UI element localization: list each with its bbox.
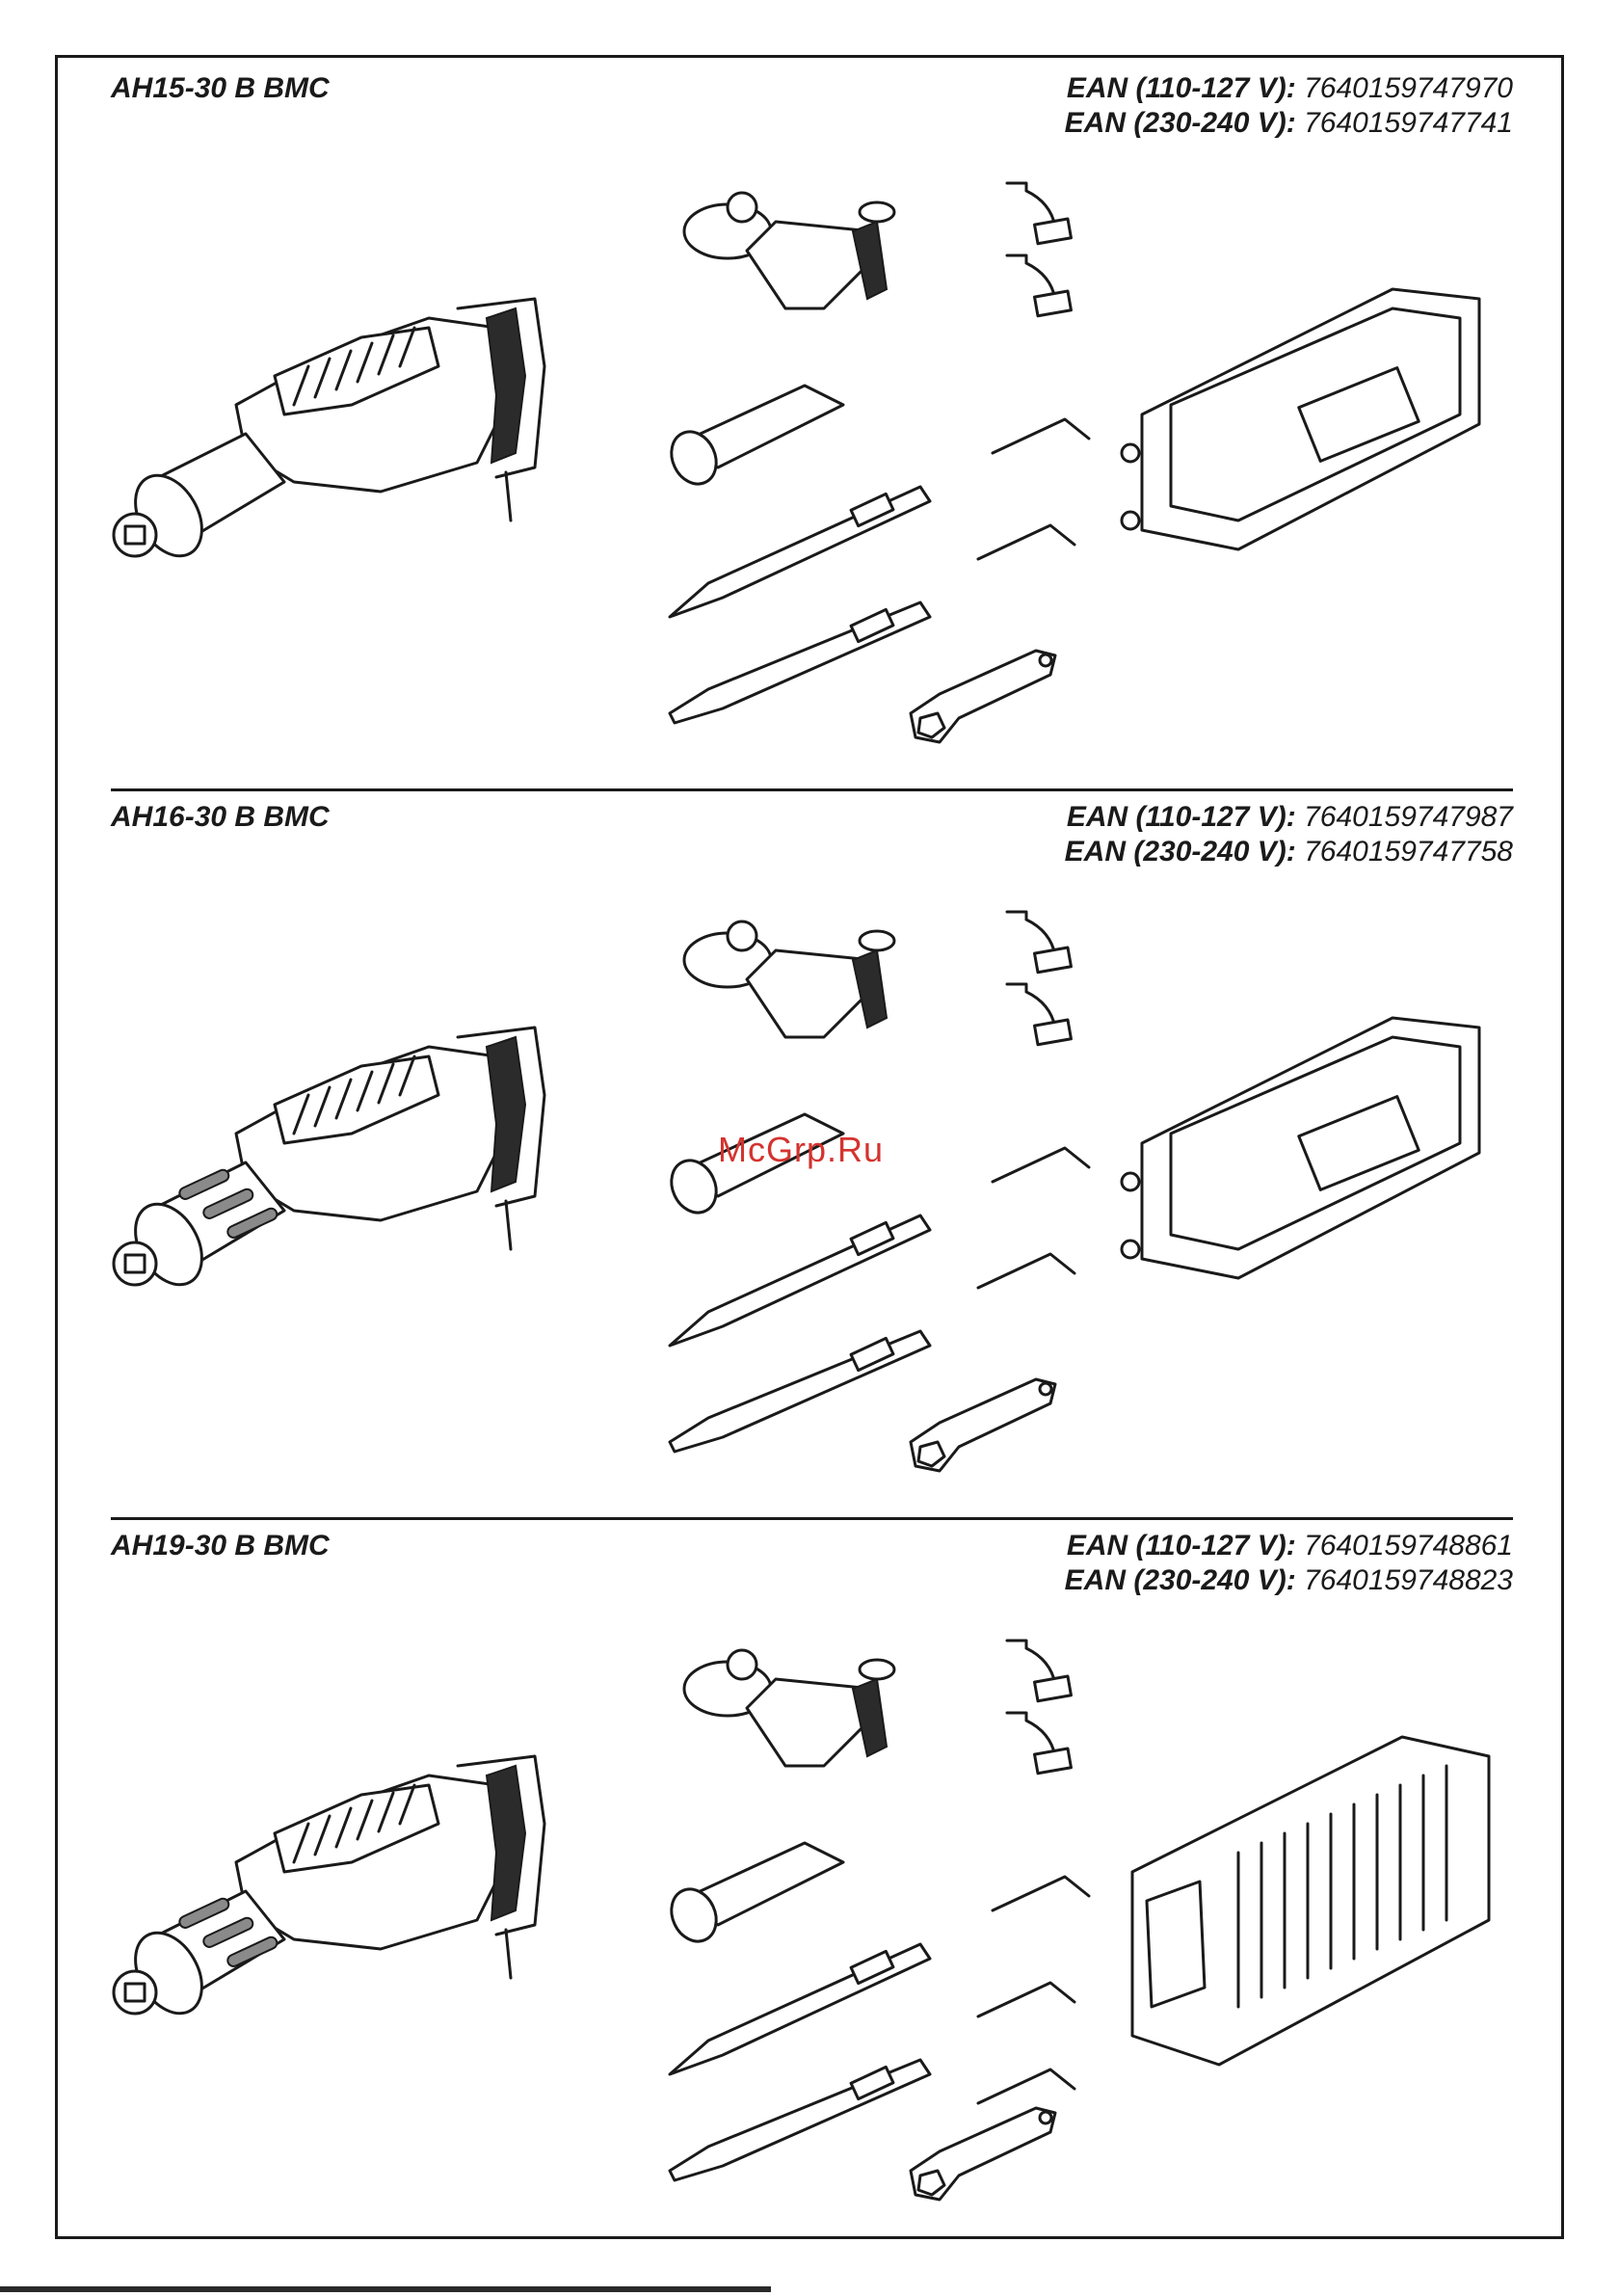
page-footer-bar — [0, 2286, 771, 2292]
side-handle-icon — [684, 1650, 894, 1766]
ean-110-line: EAN (110-127 V): 7640159748861 — [1067, 1530, 1513, 1562]
section-divider — [111, 788, 1513, 791]
side-handle-icon — [684, 193, 894, 308]
point-chisel-icon — [670, 1215, 930, 1346]
contents-illustration — [111, 883, 1513, 1519]
contents-illustration — [111, 154, 1513, 790]
ean-label: EAN (110-127 V): — [1067, 1530, 1296, 1562]
flat-chisel-icon — [670, 602, 930, 723]
ean-label: EAN (230-240 V): — [1065, 1564, 1296, 1596]
hex-key-icon — [993, 1877, 1089, 1910]
carry-case-icon — [1122, 1018, 1479, 1278]
ean-value: 7640159747970 — [1304, 72, 1513, 104]
carry-case-icon — [1132, 1737, 1489, 2065]
ean-label: EAN (230-240 V): — [1065, 107, 1296, 139]
model-name: AH19-30 B BMC — [111, 1530, 330, 1562]
demolition-hammer-icon — [114, 299, 544, 568]
contents-illustration-svg — [111, 154, 1513, 790]
hex-key-icon — [978, 1983, 1074, 2016]
carbon-brush-icon — [1007, 183, 1071, 316]
contents-illustration-svg — [111, 1612, 1513, 2248]
ean-value: 7640159747987 — [1304, 801, 1513, 833]
hex-key-icon — [993, 1148, 1089, 1182]
spanner-icon — [911, 1379, 1055, 1471]
ean-value: 7640159747758 — [1304, 836, 1513, 868]
model-name: AH15-30 B BMC — [111, 72, 330, 105]
ean-230-line: EAN (230-240 V): 7640159748823 — [1065, 1564, 1513, 1597]
model-name: AH16-30 B BMC — [111, 801, 330, 834]
ean-110-line: EAN (110-127 V): 7640159747970 — [1067, 72, 1513, 105]
point-chisel-icon — [670, 487, 930, 617]
grease-tube-icon — [663, 1843, 843, 1949]
watermark: McGrp.Ru — [718, 1130, 884, 1170]
product-section-3: AH19-30 B BMC EAN (110-127 V): 764015974… — [111, 1525, 1513, 2253]
ean-value: 7640159748823 — [1304, 1564, 1513, 1596]
ean-230-line: EAN (230-240 V): 7640159747741 — [1065, 107, 1513, 140]
product-section-1: AH15-30 B BMC EAN (110-127 V): 764015974… — [111, 67, 1513, 795]
ean-110-line: EAN (110-127 V): 7640159747987 — [1067, 801, 1513, 834]
ean-label: EAN (110-127 V): — [1067, 72, 1296, 104]
hex-key-icon — [978, 2069, 1074, 2103]
carbon-brush-icon — [1007, 912, 1071, 1045]
hex-key-icon — [978, 1254, 1074, 1288]
carry-case-icon — [1122, 289, 1479, 549]
demolition-hammer-icon — [114, 1028, 544, 1296]
ean-230-line: EAN (230-240 V): 7640159747758 — [1065, 836, 1513, 868]
flat-chisel-icon — [670, 2060, 930, 2180]
ean-value: 7640159748861 — [1304, 1530, 1513, 1562]
section-divider — [111, 1517, 1513, 1520]
hex-key-icon — [978, 525, 1074, 559]
side-handle-icon — [684, 921, 894, 1037]
spanner-icon — [911, 2108, 1055, 2200]
point-chisel-icon — [670, 1944, 930, 2074]
carbon-brush-icon — [1007, 1641, 1071, 1774]
ean-label: EAN (110-127 V): — [1067, 801, 1296, 833]
demolition-hammer-icon — [114, 1756, 544, 2025]
ean-label: EAN (230-240 V): — [1065, 836, 1296, 868]
contents-illustration — [111, 1612, 1513, 2248]
ean-value: 7640159747741 — [1304, 107, 1513, 139]
contents-illustration-svg — [111, 883, 1513, 1519]
spanner-icon — [911, 651, 1055, 742]
hex-key-icon — [993, 419, 1089, 453]
grease-tube-icon — [663, 386, 843, 492]
flat-chisel-icon — [670, 1331, 930, 1452]
